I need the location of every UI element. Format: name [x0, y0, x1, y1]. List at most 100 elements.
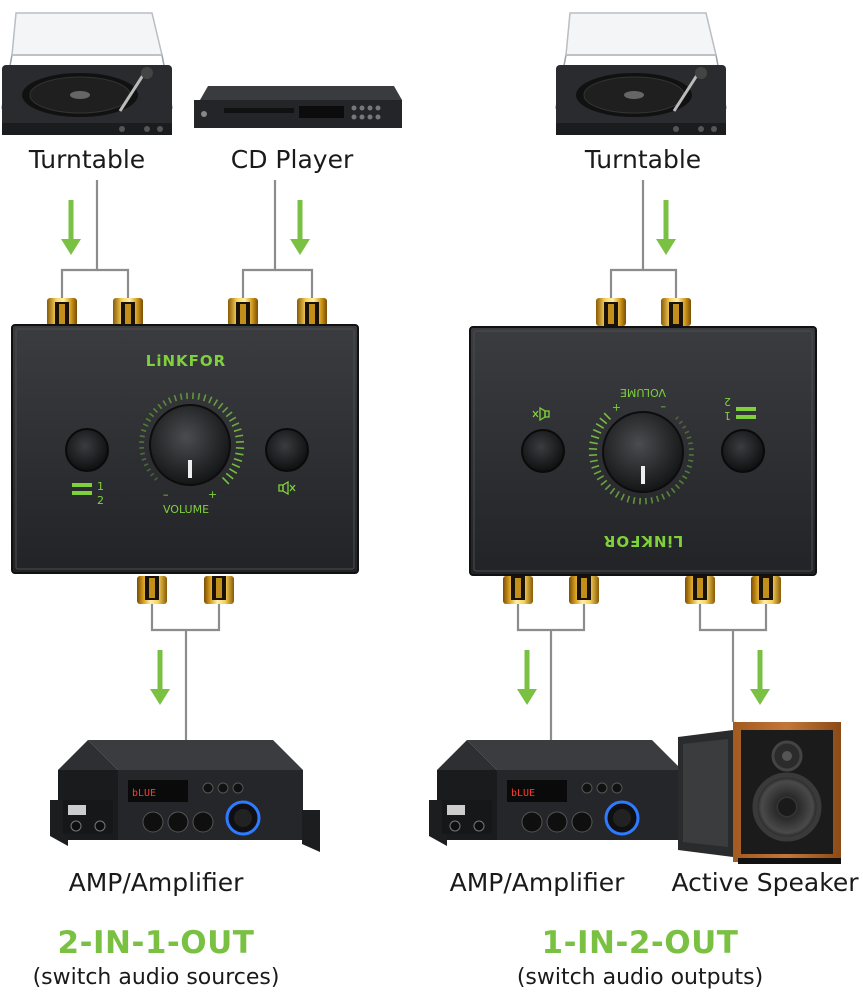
volume-scale-tick	[686, 436, 692, 440]
volume-scale-tick	[221, 476, 230, 485]
volume-scale-tick	[626, 495, 631, 503]
flow-arrowhead-icon	[150, 689, 170, 705]
signal-wire	[241, 180, 277, 300]
volume-scale-tick	[228, 416, 237, 422]
volume-scale-tick	[141, 457, 147, 461]
volume-scale-tick	[592, 428, 602, 434]
flow-arrowhead-icon	[517, 689, 537, 705]
rca-jack	[47, 298, 77, 326]
volume-scale-tick	[233, 457, 243, 462]
input-2-label: 2	[97, 494, 104, 507]
volume-scale-tick	[666, 490, 671, 497]
volume-knob-left[interactable]	[149, 404, 231, 486]
volume-scale-tick	[162, 400, 167, 407]
input-select-icon	[72, 483, 92, 487]
volume-scale-tick	[233, 428, 242, 433]
rca-jack	[228, 298, 258, 326]
switch-box-left: LiNKFOR – + VOLUME 1 2	[11, 324, 359, 574]
volume-scale-tick	[670, 487, 676, 494]
turntable-image-left	[0, 11, 174, 137]
volume-scale-tick	[235, 452, 244, 456]
input-select-button[interactable]	[65, 428, 109, 472]
volume-scale-tick	[221, 406, 229, 414]
output-select-icon	[736, 415, 756, 419]
signal-wire	[97, 268, 130, 300]
volume-scale-tick	[208, 396, 213, 404]
volume-scale-tick	[154, 476, 159, 481]
volume-label-left: VOLUME	[163, 503, 209, 516]
volume-scale-tick	[599, 417, 608, 425]
volume-scale-tick	[688, 459, 694, 462]
mute-icon-right	[532, 406, 550, 422]
label-cd-player: CD Player	[230, 145, 354, 174]
volume-scale-tick	[231, 422, 240, 427]
signal-wire	[150, 600, 221, 632]
output-2-label: 2	[724, 395, 731, 408]
volume-scale-tick	[589, 441, 598, 445]
signal-wire	[643, 268, 678, 300]
volume-scale-tick	[179, 393, 183, 400]
volume-scale-tick	[140, 452, 145, 455]
amp-display-right: bLUE	[511, 788, 535, 799]
signal-wire	[60, 180, 99, 300]
volume-scale-tick	[217, 402, 224, 410]
volume-scale-tick	[681, 425, 687, 429]
volume-scale-tick	[593, 470, 602, 475]
volume-scale-tick	[173, 394, 178, 402]
volume-scale-tick	[609, 487, 616, 495]
mute-icon-left	[278, 480, 296, 496]
brand-logo-right: LiNKFOR	[603, 532, 683, 550]
rca-jack	[137, 576, 167, 604]
volume-scale-tick	[591, 464, 600, 469]
volume-scale-tick	[686, 464, 693, 468]
rca-jack	[569, 576, 599, 604]
active-speaker-image	[678, 722, 841, 864]
volume-scale-tick	[604, 483, 612, 491]
rca-jack	[751, 576, 781, 604]
volume-knob-right[interactable]	[602, 411, 684, 493]
signal-wire	[275, 268, 314, 300]
label-turntable-right: Turntable	[584, 145, 702, 174]
volume-scale-tick	[167, 397, 172, 404]
output-select-button[interactable]	[721, 429, 765, 473]
mute-button-left[interactable]	[265, 428, 309, 472]
label-active-speaker: Active Speaker	[671, 868, 859, 897]
rca-jack	[113, 298, 143, 326]
volume-scale-tick	[142, 423, 149, 427]
volume-scale-tick	[140, 429, 147, 433]
volume-scale-tick	[632, 497, 636, 504]
volume-scale-tick	[157, 403, 163, 410]
signal-wire	[516, 600, 586, 632]
volume-scale-tick	[614, 490, 620, 498]
rca-jack	[685, 576, 715, 604]
volume-scale-tick	[213, 399, 219, 407]
volume-minus-label: –	[163, 488, 169, 501]
mute-button-right[interactable]	[521, 429, 565, 473]
mode-title-right: 1-IN-2-OUT	[541, 925, 739, 961]
label-amplifier-right: AMP/Amplifier	[449, 868, 625, 897]
volume-label-right: VOLUME	[620, 386, 666, 399]
volume-scale-tick	[681, 475, 688, 480]
volume-scale-tick	[595, 422, 605, 429]
rca-jack	[297, 298, 327, 326]
volume-scale-tick	[225, 411, 233, 418]
mode-title-left: 2-IN-1-OUT	[57, 925, 255, 961]
volume-scale-tick	[655, 495, 660, 503]
volume-scale-tick	[152, 407, 159, 414]
volume-scale-tick	[674, 416, 679, 421]
flow-arrowhead-icon	[290, 239, 310, 255]
flow-arrowhead-icon	[61, 239, 81, 255]
volume-scale-tick	[148, 412, 155, 418]
output-1-label: 1	[724, 409, 731, 422]
volume-scale-tick	[202, 394, 207, 402]
volume-scale-tick	[139, 435, 145, 438]
volume-scale-tick	[688, 442, 693, 445]
flow-arrowhead-icon	[656, 239, 676, 255]
volume-scale-tick	[235, 434, 244, 438]
signal-wire	[609, 180, 645, 300]
volume-scale-tick	[590, 435, 600, 440]
volume-scale-tick	[661, 493, 666, 500]
rca-jack	[661, 298, 691, 326]
label-amplifier-left: AMP/Amplifier	[68, 868, 244, 897]
